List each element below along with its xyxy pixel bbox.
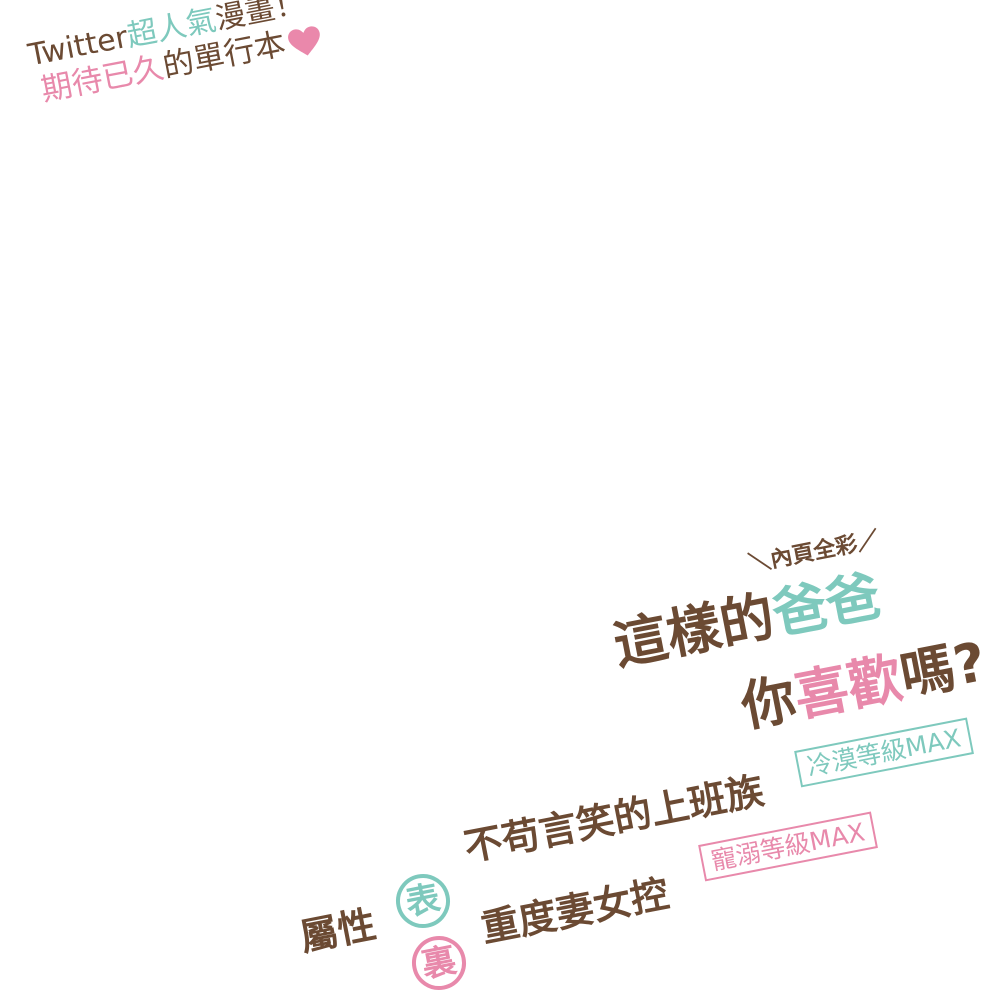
title-dad: 爸爸 [767,563,886,647]
back-mark-text: 裏 [418,940,460,986]
attribute-label: 屬性 [296,902,380,960]
back-mark-circle: 裏 [407,931,471,995]
heart-icon [288,26,320,56]
spoil-level-box: 寵溺等級MAX [698,811,878,881]
tagline-line-2: 期待已久的單行本 [38,22,326,109]
front-mark-text: 表 [402,878,444,924]
back-attribute-text: 重度妻女控 [477,871,673,951]
title-prefix: 這樣的 [608,584,780,678]
front-mark-circle: 表 [391,869,455,933]
cold-level-box: 冷漠等級MAX [794,717,974,787]
title-question: 嗎? [895,629,991,709]
title-like: 喜歡 [789,646,908,729]
